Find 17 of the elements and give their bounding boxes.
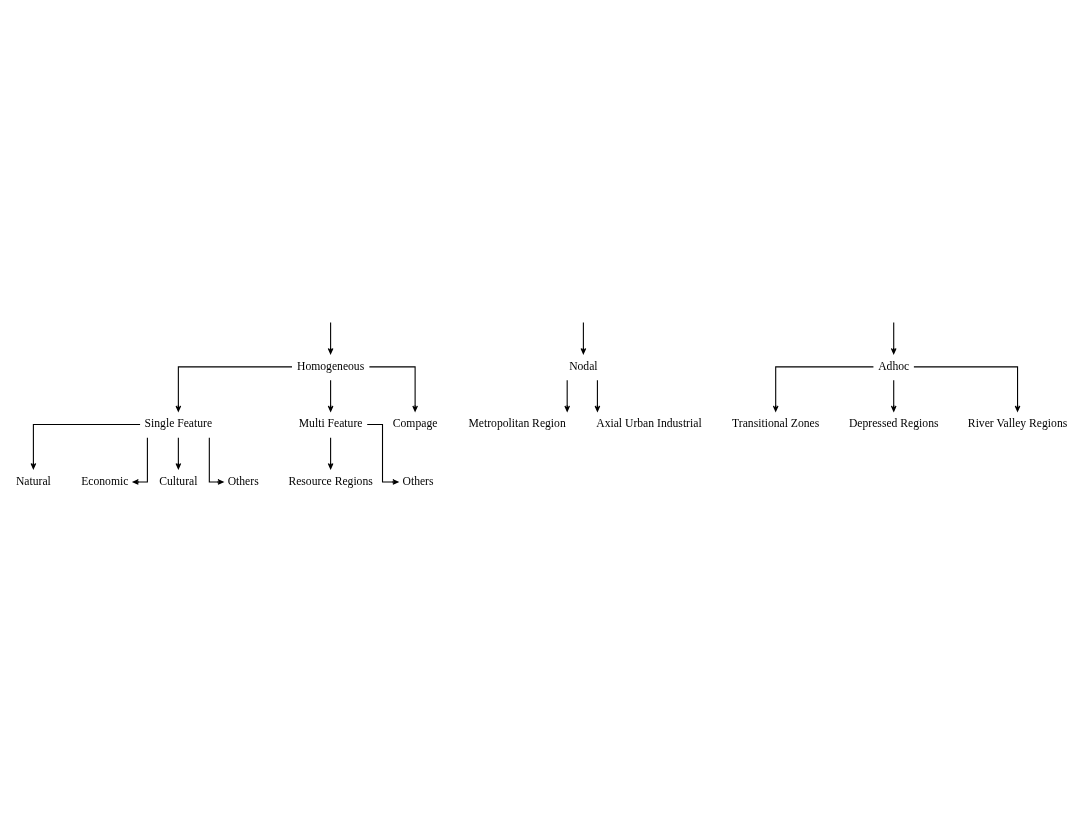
node-text: Resource Regions — [288, 474, 373, 488]
node-text: Compage — [392, 417, 438, 431]
node-text: Multi Feature — [298, 417, 363, 431]
node-text: Economic — [81, 474, 129, 488]
node-text: Others — [402, 474, 434, 488]
node-text: Axial Urban Industrial — [596, 417, 702, 431]
node-text: Natural — [15, 474, 51, 488]
node-text: Depressed Regions — [848, 417, 939, 431]
node-text: Others — [227, 474, 259, 488]
node-text: Cultural — [159, 474, 198, 488]
node-text: Nodal — [569, 359, 598, 373]
node-text: Homogeneous — [296, 359, 365, 373]
node-text: Metropolitan Region — [468, 417, 566, 431]
node-text: River Valley Regions — [967, 417, 1068, 431]
node-text: Single Feature — [144, 417, 213, 431]
node-text: Transitional Zones — [732, 417, 820, 431]
node-text: Adhoc — [878, 359, 910, 373]
